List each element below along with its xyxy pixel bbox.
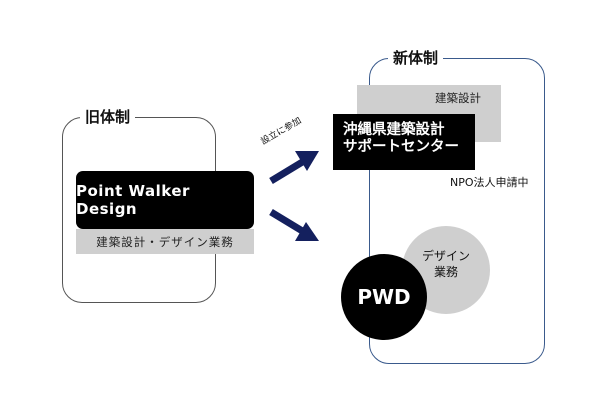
old-business-label: 建築設計・デザイン業務 [76,229,254,254]
upper-arrow-icon [269,151,319,184]
new-system-frame [369,58,545,364]
old-system-title: 旧体制 [80,108,136,126]
npo-status-label: NPO法人申請中 [450,176,529,189]
okinawa-support-center-box: 沖縄県建築設計 サポートセンター [333,114,475,170]
point-walker-design-box: Point Walker Design [76,171,254,229]
design-line1: デザイン [421,249,470,263]
new-system-title: 新体制 [388,49,444,67]
pwd-circle: PWD [341,254,427,340]
center-name-line2: サポートセンター [343,139,459,155]
center-name-line1: 沖縄県建築設計 [343,122,445,138]
lower-arrow-icon [269,209,319,241]
design-line2: 業務 [433,265,458,279]
